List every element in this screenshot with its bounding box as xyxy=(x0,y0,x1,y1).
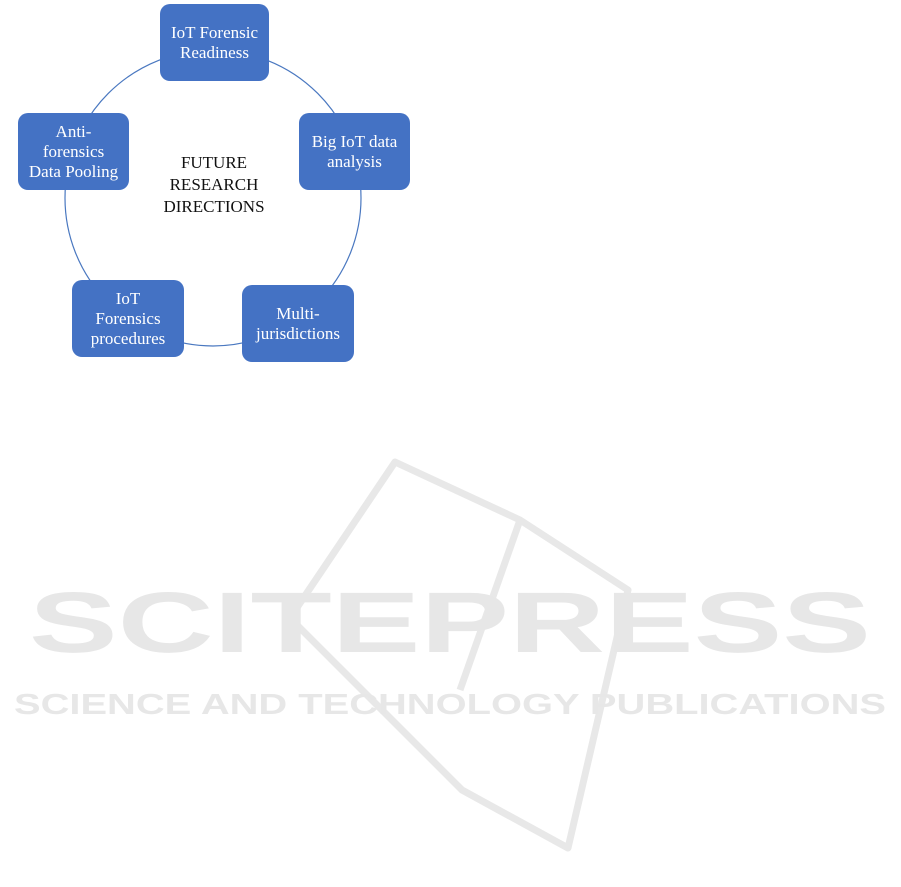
node-iot-forensics-procedures: IoT Forensics procedures xyxy=(72,280,184,357)
center-label: FUTURE RESEARCH DIRECTIONS xyxy=(140,152,288,218)
node-big-iot-data-analysis: Big IoT data analysis xyxy=(299,113,410,190)
node-iot-forensic-readiness: IoT Forensic Readiness xyxy=(160,4,269,81)
node-anti-forensics-data-pooling: Anti- forensics Data Pooling xyxy=(18,113,129,190)
node-multi-jurisdictions: Multi- jurisdictions xyxy=(242,285,354,362)
